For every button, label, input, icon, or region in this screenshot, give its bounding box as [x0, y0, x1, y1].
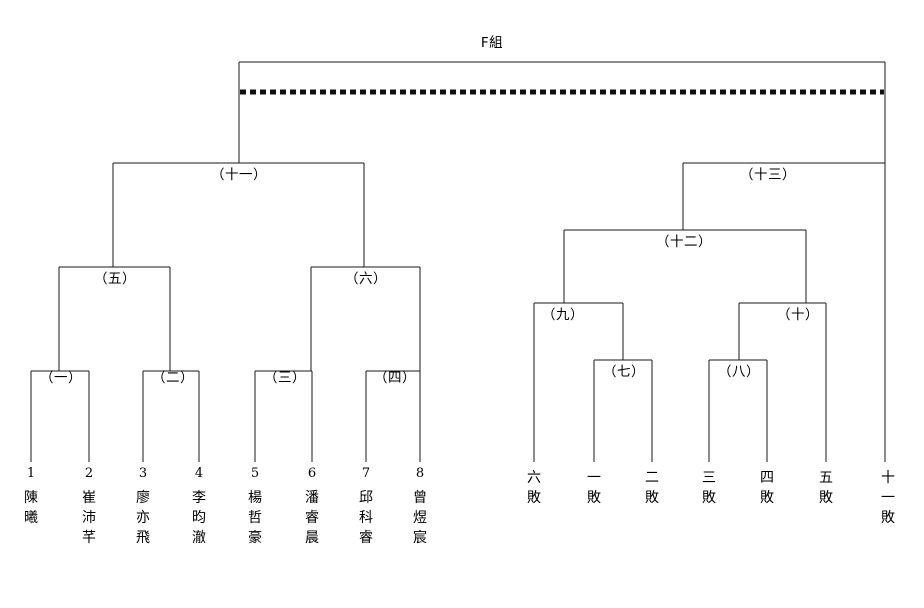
loser-slot-label: 六敗: [514, 468, 554, 508]
player-name: 崔沛芊: [69, 488, 109, 548]
name-char: 邱: [359, 490, 373, 506]
name-char: 科: [359, 510, 373, 526]
name-char: 睿: [305, 510, 319, 526]
loser-slot-column[interactable]: 十一敗: [868, 468, 908, 528]
loser-slot-label: 一敗: [574, 468, 614, 508]
name-char: 敗: [645, 490, 659, 506]
name-char: 曦: [24, 510, 38, 526]
name-char: 一: [881, 490, 895, 506]
name-char: 豪: [248, 530, 262, 546]
loser-slot-column[interactable]: 一敗: [574, 468, 614, 508]
loser-slot-column[interactable]: 五敗: [806, 468, 846, 508]
name-char: 六: [527, 470, 541, 486]
player-seed: 3: [138, 466, 148, 481]
player-name: 李昀澈: [179, 488, 219, 548]
player-seed: 5: [250, 466, 260, 481]
name-char: 昀: [192, 510, 206, 526]
loser-slot-column[interactable]: 三敗: [689, 468, 729, 508]
match-label-10[interactable]: （十）: [777, 307, 819, 323]
player-seed: 2: [84, 466, 94, 481]
player-column[interactable]: 2 崔沛芊: [69, 466, 109, 548]
name-char: 曾: [413, 490, 427, 506]
player-column[interactable]: 8 曾煜宸: [400, 466, 440, 548]
name-char: 五: [819, 470, 833, 486]
match-label-12[interactable]: （十二）: [656, 234, 712, 250]
name-char: 哲: [248, 510, 262, 526]
loser-slot-column[interactable]: 六敗: [514, 468, 554, 508]
name-char: 三: [702, 470, 716, 486]
player-column[interactable]: 4 李昀澈: [179, 466, 219, 548]
match-label-4[interactable]: （四）: [374, 370, 416, 386]
loser-slot-label: 二敗: [632, 468, 672, 508]
name-char: 睿: [359, 530, 373, 546]
player-name: 曾煜宸: [400, 488, 440, 548]
loser-slot-label: 四敗: [747, 468, 787, 508]
player-name: 陳曦: [11, 488, 51, 528]
loser-slot-label: 三敗: [689, 468, 729, 508]
player-seed: 6: [307, 466, 317, 481]
name-char: 芊: [82, 530, 96, 546]
player-column[interactable]: 3 廖亦飛: [123, 466, 163, 548]
name-char: 潘: [305, 490, 319, 506]
name-char: 敗: [702, 490, 716, 506]
match-label-8[interactable]: （八）: [718, 364, 760, 380]
name-char: 陳: [24, 490, 38, 506]
name-char: 一: [587, 470, 601, 486]
player-name: 廖亦飛: [123, 488, 163, 548]
name-char: 亦: [136, 510, 150, 526]
name-char: 敗: [819, 490, 833, 506]
match-label-11[interactable]: （十一）: [211, 167, 267, 183]
player-seed: 7: [361, 466, 371, 481]
player-name: 楊哲豪: [235, 488, 275, 548]
name-char: 沛: [82, 510, 96, 526]
name-char: 晨: [305, 530, 319, 546]
name-char: 敗: [881, 510, 895, 526]
name-char: 四: [760, 470, 774, 486]
page-title: F組: [480, 35, 504, 51]
player-seed: 4: [194, 466, 204, 481]
name-char: 楊: [248, 490, 262, 506]
name-char: 十: [881, 470, 895, 486]
match-label-9[interactable]: （九）: [542, 307, 584, 323]
player-column[interactable]: 6 潘睿晨: [292, 466, 332, 548]
player-seed: 8: [415, 466, 425, 481]
match-label-1[interactable]: （一）: [40, 370, 82, 386]
player-name: 邱科睿: [346, 488, 386, 548]
match-label-5[interactable]: （五）: [94, 271, 136, 287]
player-column[interactable]: 7 邱科睿: [346, 466, 386, 548]
player-name: 潘睿晨: [292, 488, 332, 548]
name-char: 飛: [136, 530, 150, 546]
loser-slot-label: 五敗: [806, 468, 846, 508]
name-char: 煜: [413, 510, 427, 526]
loser-slot-column[interactable]: 四敗: [747, 468, 787, 508]
name-char: 李: [192, 490, 206, 506]
player-column[interactable]: 1 陳曦: [11, 466, 51, 528]
name-char: 敗: [760, 490, 774, 506]
name-char: 敗: [587, 490, 601, 506]
match-label-7[interactable]: （七）: [603, 364, 645, 380]
name-char: 宸: [413, 530, 427, 546]
loser-slot-label: 十一敗: [868, 468, 908, 528]
loser-slot-column[interactable]: 二敗: [632, 468, 672, 508]
match-label-6[interactable]: （六）: [345, 271, 387, 287]
player-seed: 1: [26, 466, 36, 481]
name-char: 敗: [527, 490, 541, 506]
name-char: 崔: [82, 490, 96, 506]
match-label-2[interactable]: （二）: [152, 370, 194, 386]
name-char: 二: [645, 470, 659, 486]
name-char: 澈: [192, 530, 206, 546]
name-char: 廖: [136, 490, 150, 506]
match-label-3[interactable]: （三）: [264, 370, 306, 386]
match-label-13[interactable]: （十三）: [740, 167, 796, 183]
player-column[interactable]: 5 楊哲豪: [235, 466, 275, 548]
